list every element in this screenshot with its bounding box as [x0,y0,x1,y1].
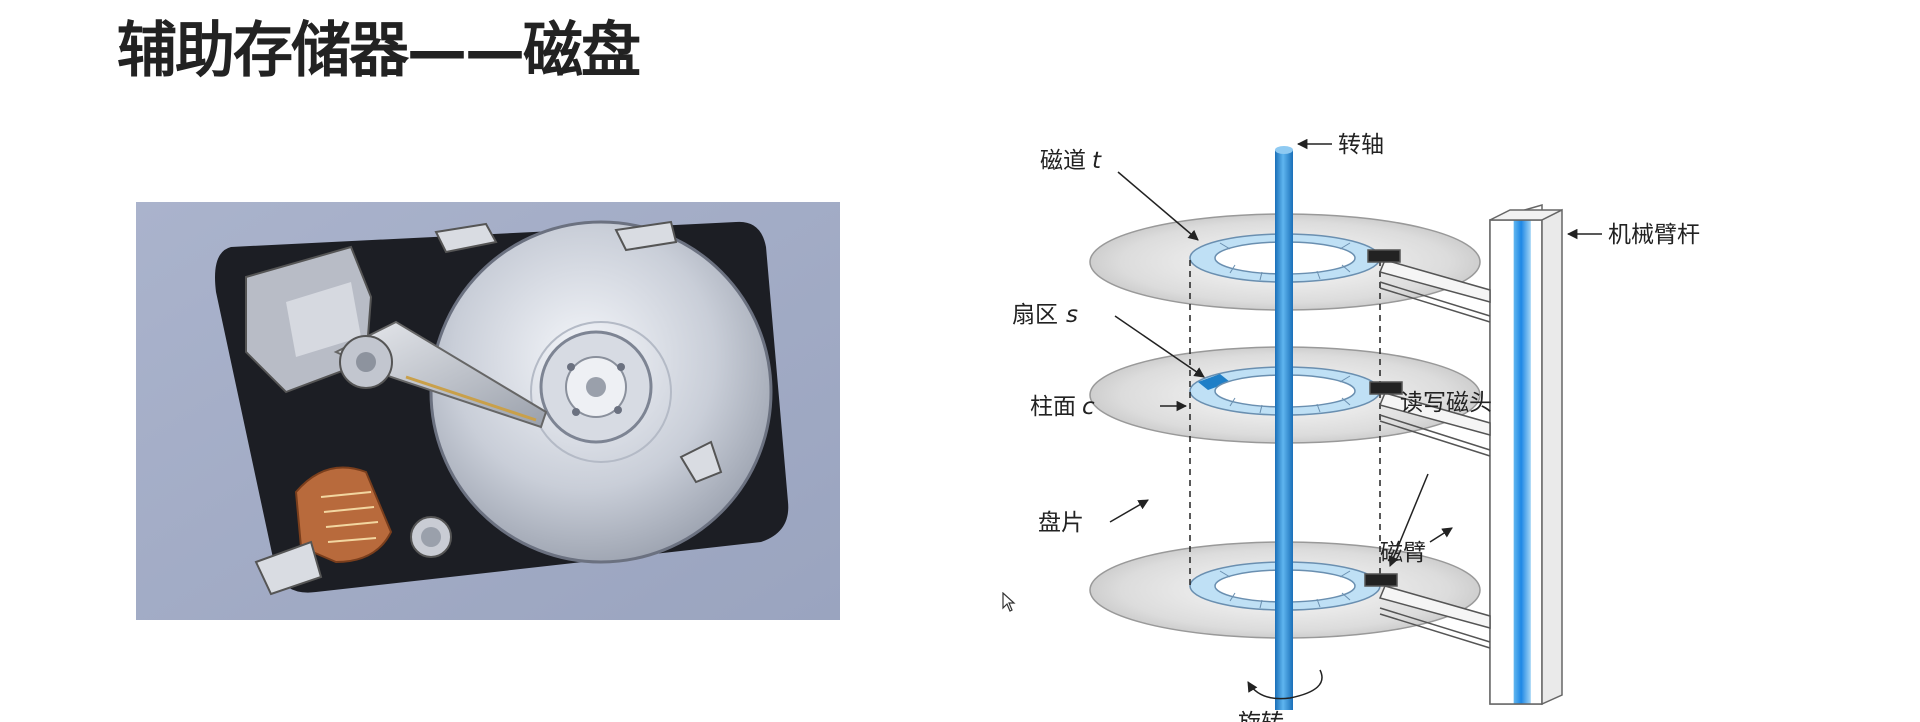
hard-disk-photo [136,202,840,620]
platter-pointer [1109,499,1149,523]
spindle [1275,150,1293,710]
rotation-arrow [1247,669,1323,700]
label-arm-assembly: 机械臂杆 [1608,222,1700,248]
label-rotation: 旋转 [1238,710,1284,722]
sector-highlight [1198,374,1230,390]
arm-top [1367,249,1491,323]
slide-title: 辅助存储器——磁盘 [117,16,641,86]
disk-structure-diagram: 磁道t 转轴 机械臂杆 扇区s 柱面c 读写磁头 盘片 磁臂 旋转 [1012,132,1700,722]
arm-bottom [1364,573,1491,649]
arm-pointer [1429,527,1453,543]
label-spindle: 转轴 [1338,132,1384,158]
mouse-cursor-icon [1002,592,1016,612]
label-platter: 盘片 [1038,510,1084,536]
head-pointer [1388,473,1429,567]
track-pointer [1117,171,1199,241]
arm-assembly-bar [1489,204,1563,706]
arm-middle [1369,381,1491,457]
sector-pointer [1114,315,1205,378]
label-arm: 磁臂 [1380,540,1426,566]
label-read-write-head: 读写磁头 [1400,390,1492,416]
